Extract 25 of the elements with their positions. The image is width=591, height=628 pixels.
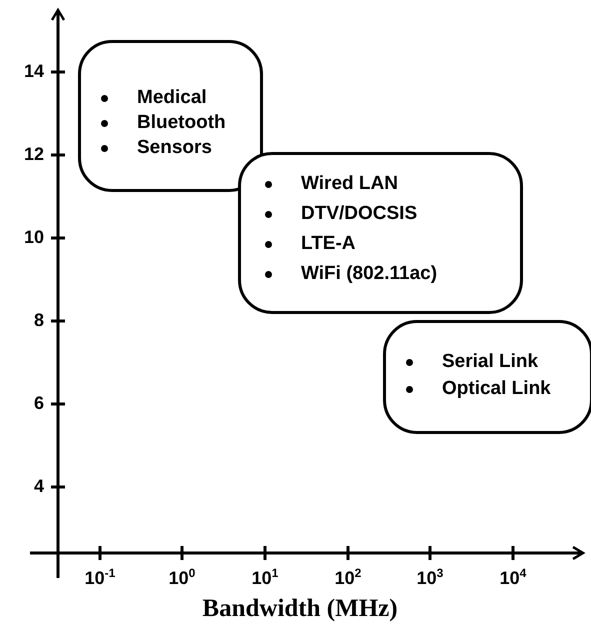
- list-item: Optical Link: [442, 378, 551, 400]
- rounded-box: [78, 40, 263, 192]
- list-item: Wired LAN: [301, 173, 398, 195]
- list-item: WiFi (802.11ac): [301, 263, 438, 285]
- y-tick-label: 14: [24, 61, 44, 82]
- list-item: Medical: [137, 87, 207, 109]
- y-tick-label: 4: [34, 476, 44, 497]
- x-tick-label: 10$^{2}$: [334, 566, 362, 589]
- y-tick-label: 12: [24, 144, 44, 165]
- list-item: Sensors: [137, 137, 212, 159]
- x-tick-label: 10$^{0}$: [168, 566, 196, 589]
- list-item: Bluetooth: [137, 112, 226, 134]
- x-tick-label: 10$^{1}$: [252, 566, 278, 589]
- x-tick-label: 10$^{4}$: [500, 566, 526, 589]
- x-tick-label: 10$^{3}$: [416, 566, 444, 589]
- y-tick-label: 8: [34, 310, 44, 331]
- list-item: DTV/DOCSIS: [301, 203, 418, 225]
- list-item: Serial Link: [442, 351, 538, 373]
- rounded-box: [383, 320, 591, 434]
- rounded-box: [238, 152, 523, 314]
- y-tick-label: 6: [34, 393, 44, 414]
- x-tick-label: 10$^{-1}$: [84, 566, 116, 589]
- axis-title: Bandwidth (MHz): [202, 595, 398, 623]
- y-tick-label: 10: [24, 227, 44, 248]
- list-item: LTE-A: [301, 233, 356, 255]
